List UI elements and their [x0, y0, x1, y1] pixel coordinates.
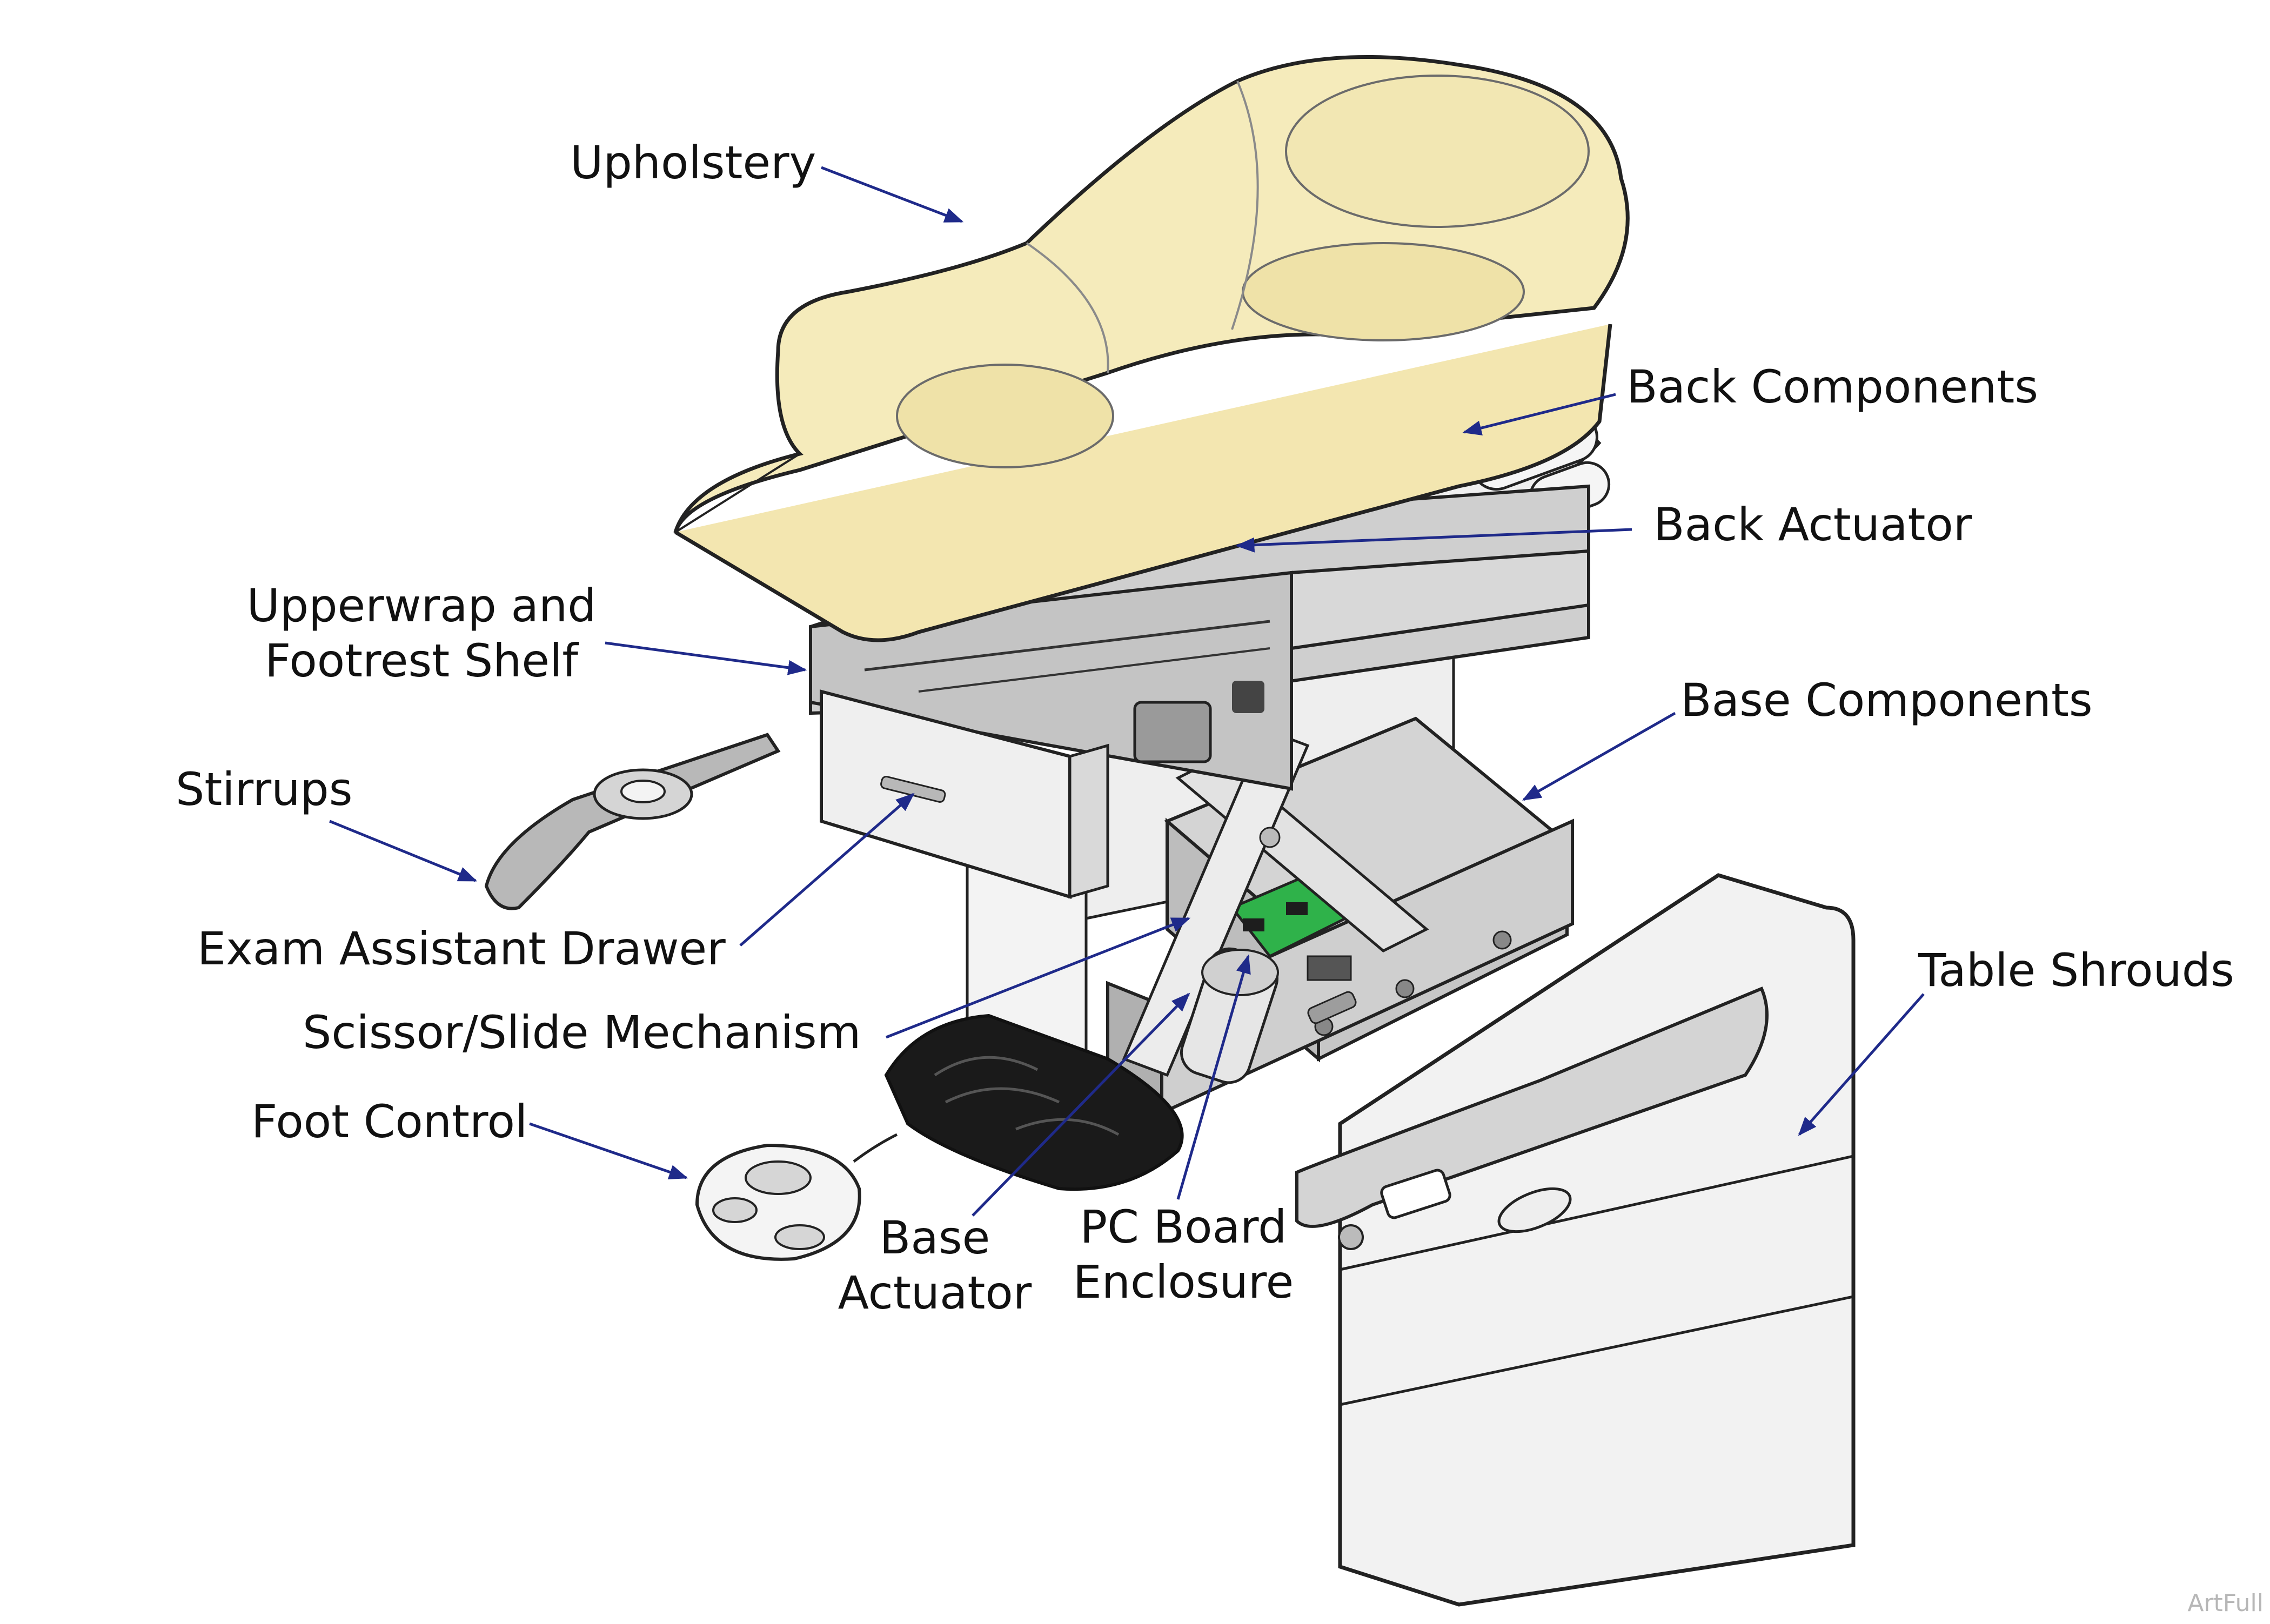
label-stirrups: Stirrups — [176, 763, 353, 816]
label-pc-board-line1: PC Board — [1080, 1200, 1287, 1253]
label-upperwrap-footrest: Upperwrap and Footrest Shelf — [232, 578, 611, 689]
arrow-table-shrouds — [1798, 993, 1925, 1136]
watermark: ArtFull — [2187, 1589, 2264, 1617]
label-exam-assistant-drawer: Exam Assistant Drawer — [197, 922, 726, 975]
label-back-components: Back Components — [1626, 360, 2039, 413]
label-base-actuator-line2: Actuator — [838, 1266, 1032, 1320]
label-base-components: Base Components — [1680, 674, 2093, 727]
arrow-foot-control — [529, 1122, 688, 1179]
arrow-back-components — [1462, 393, 1616, 435]
arrow-base-actuator — [972, 992, 1190, 1217]
foot-control — [695, 1133, 898, 1261]
stirrup — [484, 733, 781, 910]
label-base-actuator-line1: Base — [879, 1211, 990, 1264]
arrow-pc-board — [1176, 954, 1251, 1200]
footrest — [884, 1014, 1184, 1191]
arrow-upholstery — [821, 166, 964, 223]
table-shrouds — [1295, 873, 1856, 1607]
label-upholstery: Upholstery — [570, 136, 816, 189]
base-actuator — [1180, 947, 1279, 1084]
label-base-actuator: Base Actuator — [805, 1210, 1064, 1321]
arrow-exam-drawer — [739, 793, 915, 947]
arrow-stirrups — [329, 820, 478, 882]
upholstery — [673, 55, 1630, 642]
label-table-shrouds: Table Shrouds — [1918, 944, 2234, 997]
label-scissor-slide: Scissor/Slide Mechanism — [303, 1006, 861, 1059]
exam-assistant-drawer — [820, 689, 1109, 900]
leader-arrows — [329, 166, 1925, 1217]
label-foot-control: Foot Control — [251, 1095, 528, 1148]
label-upperwrap-line2: Footrest Shelf — [265, 634, 578, 688]
label-pc-board-enclosure: PC Board Enclosure — [1054, 1199, 1313, 1310]
label-pc-board-line2: Enclosure — [1073, 1256, 1294, 1309]
arrow-scissor-slide — [886, 917, 1191, 1039]
arrow-base-components — [1522, 712, 1676, 801]
arrow-back-actuator — [1235, 528, 1632, 553]
label-back-actuator: Back Actuator — [1653, 498, 1972, 551]
arrow-upperwrap — [605, 641, 807, 675]
label-upperwrap-line1: Upperwrap and — [246, 579, 597, 632]
